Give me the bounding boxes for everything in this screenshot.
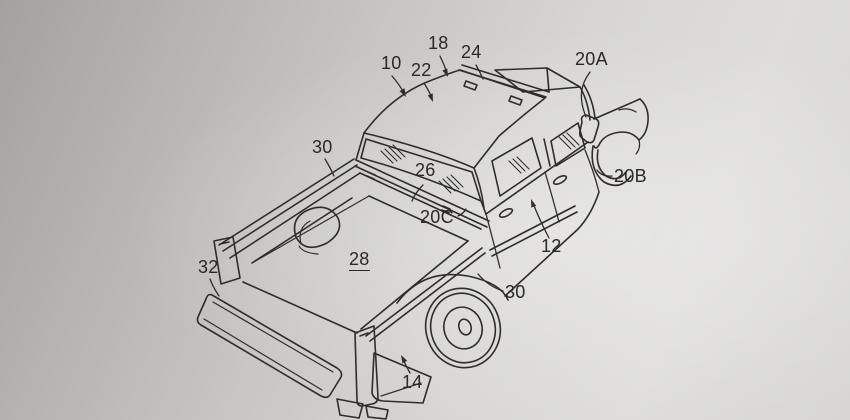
ref-numeral-10: 10	[381, 53, 402, 73]
arrowhead-18	[442, 68, 448, 77]
ref-numeral-24: 24	[461, 42, 482, 62]
front-end	[591, 98, 649, 187]
ref-numeral-32: 32	[198, 257, 219, 277]
rear-door-window	[491, 137, 542, 197]
bed-left-corner-post	[213, 236, 241, 285]
roof-slot-1	[463, 80, 478, 91]
arrowhead-12	[531, 199, 537, 208]
cab-side	[473, 122, 600, 297]
leader-20B	[596, 169, 613, 177]
leader-20C	[457, 208, 467, 217]
ref-numeral-20B: 20B	[614, 166, 647, 186]
rear-bumper	[336, 352, 432, 420]
front-wheel-outer	[591, 145, 632, 187]
arrowhead-22	[427, 93, 433, 102]
ref-numeral-18: 18	[428, 33, 449, 53]
ref-numeral-26: 26	[415, 160, 436, 180]
ref-numeral-22: 22	[411, 60, 432, 80]
arrowhead-14	[401, 355, 408, 364]
leader-arrowheads	[399, 68, 537, 364]
leader-32	[209, 278, 220, 297]
front-door-handle	[552, 174, 568, 186]
ref-numeral-30-left: 30	[312, 137, 333, 157]
bed-right-rail	[365, 247, 486, 342]
ref-numeral-30-right: 30	[505, 282, 526, 302]
arrowhead-10	[399, 88, 406, 97]
front-roof-section	[494, 67, 596, 121]
roof-cover-panel	[355, 69, 546, 169]
bed-front-rail	[354, 159, 490, 230]
side-mirror	[578, 114, 600, 144]
ref-numeral-28: 28	[349, 249, 370, 271]
door-window-hatching	[508, 132, 580, 174]
rear-door-handle	[498, 207, 514, 219]
leader-20A	[580, 71, 591, 118]
roof-slot-2	[508, 95, 523, 106]
leader-24	[475, 64, 484, 80]
bed-right-corner-post	[354, 325, 379, 407]
rear-wheel	[396, 273, 509, 369]
rear-window-hatching	[380, 144, 464, 194]
bed-wheel-hump	[293, 206, 341, 255]
ref-numeral-20C: 20C	[420, 207, 454, 227]
ref-numeral-14: 14	[402, 372, 423, 392]
leader-30a	[324, 158, 335, 177]
tailgate	[196, 293, 343, 399]
bed-left-rail	[218, 158, 361, 264]
truck-body	[196, 64, 649, 420]
ref-numeral-12: 12	[541, 236, 562, 256]
leader-26	[411, 184, 424, 202]
leader-30b	[477, 273, 504, 292]
ref-numeral-20A: 20A	[575, 49, 608, 69]
front-door-window	[550, 122, 586, 167]
